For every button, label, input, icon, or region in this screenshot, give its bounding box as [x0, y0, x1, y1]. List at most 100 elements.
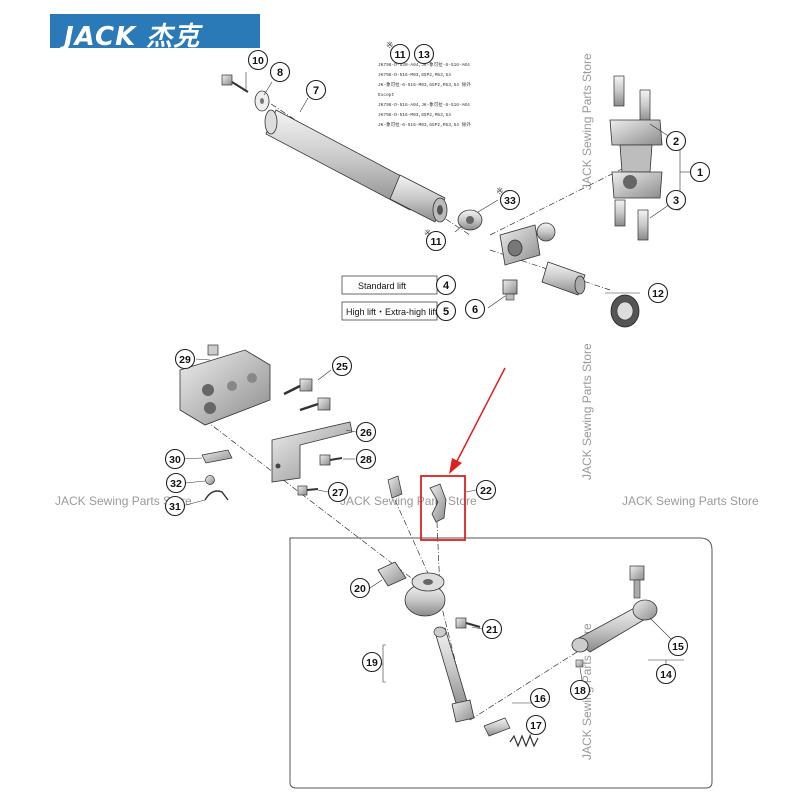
note-line-5: JK798-D-516-A04,JK-象可拉-6-516-A04	[378, 101, 470, 108]
callout-18: 18	[569, 679, 591, 701]
lift-label-box: Standard lift High lift・Extra-high lift	[341, 275, 448, 321]
note-line-3: JK-象可拉-6-516-M03,65P2,M53,54 除外	[378, 81, 471, 88]
callout-13: 13	[413, 43, 435, 65]
part-22-highlight	[420, 367, 506, 541]
callout-30: 30	[164, 448, 186, 470]
asterisk-mark-2: ※	[496, 186, 504, 196]
callout-16-label: 16	[534, 693, 546, 705]
callout-11-shaft-label: 11	[430, 236, 441, 248]
callout-22: 22	[475, 479, 497, 501]
callout-21-label: 21	[486, 624, 498, 636]
callout-33-label: 33	[504, 195, 516, 207]
callout-3-label: 3	[673, 195, 679, 207]
part-17-spring	[509, 734, 539, 748]
part-16-pin	[483, 717, 511, 737]
callout-18-label: 18	[574, 685, 586, 697]
part-30-plate	[201, 449, 233, 464]
part-25-screws	[283, 378, 331, 412]
callout-27-label: 27	[332, 487, 344, 499]
part-8-washer	[254, 90, 270, 112]
part-14-arm	[571, 599, 658, 653]
callout-25-label: 25	[336, 361, 348, 373]
callout-20: 20	[349, 577, 371, 599]
note-line-7: JK-象可拉-6-516-M03,65P2,M53,54 除外	[378, 121, 471, 128]
watermark-right: JACK Sewing Parts Store	[622, 494, 759, 508]
callout-1-label: 1	[697, 167, 703, 179]
part-18-screw	[575, 659, 584, 668]
callout-14: 14	[655, 663, 677, 685]
callout-15-label: 15	[672, 641, 684, 653]
high-lift-label: High lift・Extra-high lift	[346, 307, 438, 317]
callout-1: 1	[689, 161, 711, 183]
callout-25: 25	[331, 355, 353, 377]
callout-26-label: 26	[360, 427, 372, 439]
callout-21: 21	[481, 618, 503, 640]
callout-12-label: 12	[652, 288, 664, 300]
callout-8-label: 8	[277, 67, 283, 79]
part-21-screw	[455, 617, 481, 629]
callout-13-label: 13	[418, 49, 430, 61]
callout-19-label: 19	[366, 657, 378, 669]
callout-17-label: 17	[530, 720, 542, 732]
callout-11-label: 11	[394, 49, 405, 61]
callout-2-label: 2	[673, 136, 679, 148]
brand-logo-text: JACK 杰克	[64, 22, 201, 52]
part-12-bearing	[610, 294, 640, 328]
callout-8: 8	[269, 61, 291, 83]
assembly-frame	[289, 537, 713, 789]
part-22-hook	[429, 483, 447, 523]
asterisk-marks: ※ ※ ※	[386, 40, 504, 238]
part-33-collar	[457, 209, 483, 231]
callout-28: 28	[355, 448, 377, 470]
callout-4: 4	[435, 274, 457, 296]
callout-12: 12	[647, 282, 669, 304]
callout-14-label: 14	[660, 669, 672, 681]
callout-27: 27	[327, 481, 349, 503]
part-10-screw	[221, 74, 249, 93]
callout-5: 5	[435, 300, 457, 322]
note-box: JK798-D-530-A04,JK-象可拉-6-516-A04 JK798-D…	[376, 57, 508, 132]
callout-19: 19	[361, 651, 383, 673]
note-line-1: JK798-D-530-A04,JK-象可拉-6-516-A04	[378, 61, 470, 68]
callout-16: 16	[529, 687, 551, 709]
part-32-screw	[205, 475, 215, 485]
note-line-4: Except	[378, 92, 395, 98]
note-line-2: JK798-D-516-M03,65P2,M53,54	[378, 72, 451, 78]
callout-32-label: 32	[170, 478, 182, 490]
callout-6-label: 6	[472, 304, 478, 316]
note-line-6: JK798-D-516-M03,65P2,M53,54	[378, 112, 451, 118]
asterisk-mark-3: ※	[424, 228, 432, 238]
part-6-screw	[502, 279, 518, 301]
part-23-link	[387, 475, 403, 499]
callout-5-label: 5	[443, 306, 449, 318]
callout-7-label: 7	[313, 85, 319, 97]
part-27-screw	[297, 485, 319, 496]
callout-15: 15	[667, 635, 689, 657]
part-1-rod-assembly	[609, 75, 663, 241]
crank-block	[499, 222, 586, 296]
callout-4-label: 4	[443, 280, 450, 292]
callout-26: 26	[355, 421, 377, 443]
callout-31: 31	[164, 495, 186, 517]
callout-29: 29	[174, 348, 196, 370]
callout-17: 17	[525, 714, 547, 736]
part-28-screw	[319, 454, 343, 466]
standard-lift-label: Standard lift	[358, 281, 407, 291]
asterisk-mark-1: ※	[386, 40, 394, 50]
watermark-left: JACK Sewing Parts Store	[55, 494, 192, 508]
callout-29-label: 29	[179, 354, 191, 366]
callout-31-label: 31	[169, 501, 181, 513]
callout-2: 2	[665, 130, 687, 152]
part-15-screw	[629, 565, 645, 599]
callout-32: 32	[165, 472, 187, 494]
callout-20-label: 20	[354, 583, 366, 595]
callout-33: 33	[499, 189, 521, 211]
callout-7: 7	[305, 79, 327, 101]
part-29-block	[179, 344, 271, 426]
callout-11: 11	[389, 43, 411, 65]
part-7-shaft	[264, 109, 448, 223]
brand-logo: JACK 杰克	[50, 14, 260, 52]
callout-10: 10	[247, 49, 269, 71]
callout-28-label: 28	[360, 454, 372, 466]
part-19-arm	[404, 572, 475, 723]
